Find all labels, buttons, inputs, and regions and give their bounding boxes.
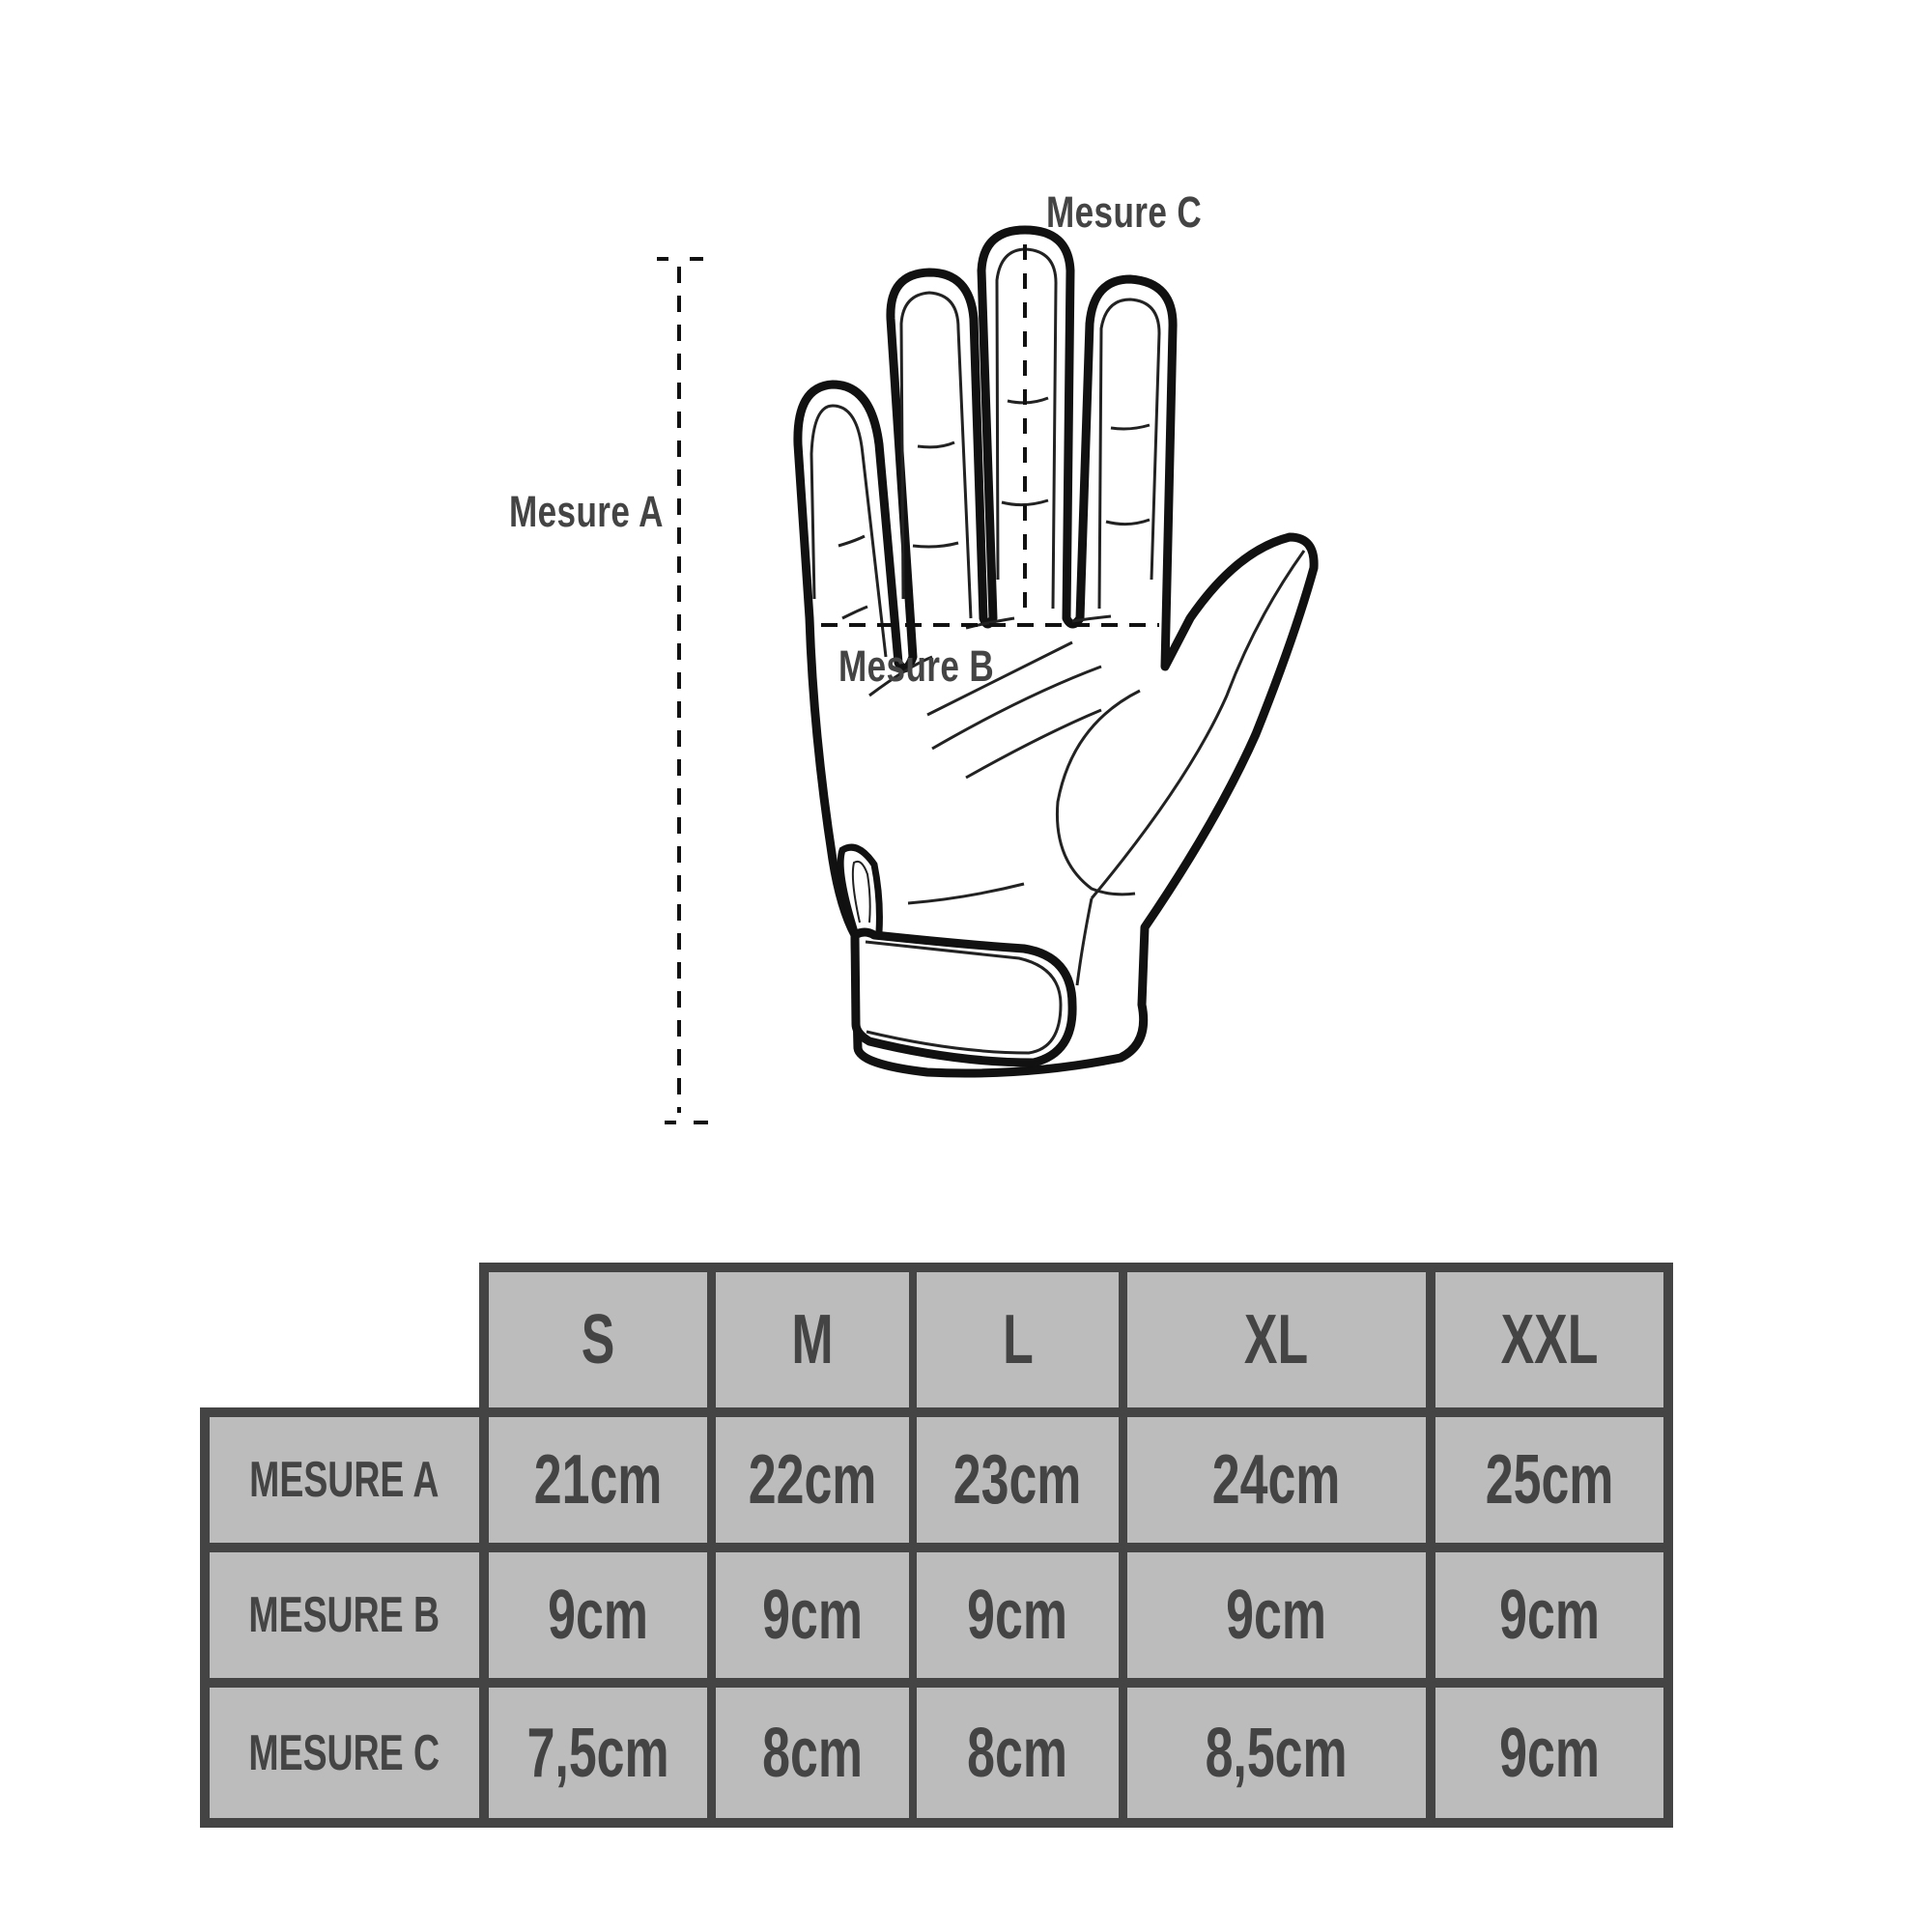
table-cell: 9cm (489, 1552, 707, 1678)
header-size-xl: XL (1127, 1272, 1426, 1407)
cuff-strap (850, 927, 1077, 1067)
cell-value: 8cm (762, 1714, 863, 1792)
cell-value: 9cm (1499, 1577, 1600, 1654)
mesure-a-line (657, 257, 708, 1124)
header-label: XL (1244, 1301, 1309, 1378)
cell-value: 8cm (967, 1714, 1068, 1792)
cell-value: 25cm (1485, 1441, 1614, 1519)
cell-value: 24cm (1212, 1441, 1341, 1519)
row-label: MESURE A (249, 1452, 440, 1508)
table-cell: 9cm (917, 1552, 1119, 1678)
table-cell: 8,5cm (1127, 1688, 1426, 1818)
cell-value: 8,5cm (1206, 1714, 1348, 1792)
header-size-xxl: XXL (1435, 1272, 1663, 1407)
row-label-mesure-a: MESURE A (210, 1417, 479, 1543)
cell-value: 23cm (953, 1441, 1082, 1519)
table-cell: 22cm (716, 1417, 909, 1543)
cell-value: 9cm (762, 1577, 863, 1654)
cell-value: 22cm (748, 1441, 877, 1519)
table-cell: 21cm (489, 1417, 707, 1543)
table-cell: 9cm (1435, 1688, 1663, 1818)
mesure-c-label: Mesure C (1046, 187, 1203, 237)
header-size-m: M (716, 1272, 909, 1407)
table-cell: 9cm (1435, 1552, 1663, 1678)
table-cell: 9cm (1127, 1552, 1426, 1678)
table-cell: 23cm (917, 1417, 1119, 1543)
table-cell: 8cm (716, 1688, 909, 1818)
cell-value: 7,5cm (526, 1714, 669, 1792)
row-label: MESURE B (248, 1587, 440, 1643)
table-cell: 8cm (917, 1688, 1119, 1818)
header-size-s: S (489, 1272, 707, 1407)
cell-value: 9cm (1226, 1577, 1327, 1654)
header-label: M (791, 1301, 834, 1378)
row-label-mesure-c: MESURE C (210, 1688, 479, 1818)
table-cell: 9cm (716, 1552, 909, 1678)
cuff-strap-inner (865, 940, 1063, 1055)
header-label: XXL (1500, 1301, 1599, 1378)
mesure-b-label: Mesure B (838, 641, 995, 691)
finger-inner-lines (810, 247, 1306, 986)
cell-value: 9cm (1499, 1714, 1600, 1792)
wrist-tab-inner (851, 860, 871, 923)
cell-value: 9cm (967, 1577, 1068, 1654)
row-label-mesure-b: MESURE B (210, 1552, 479, 1678)
header-label: S (581, 1301, 615, 1378)
table-cell: 24cm (1127, 1417, 1426, 1543)
table-cell: 25cm (1435, 1417, 1663, 1543)
cell-value: 21cm (533, 1441, 663, 1519)
header-size-l: L (917, 1272, 1119, 1407)
mesure-a-label: Mesure A (509, 487, 664, 536)
header-label: L (1002, 1301, 1034, 1378)
cell-value: 9cm (548, 1577, 648, 1654)
row-label: MESURE C (248, 1724, 440, 1781)
table-cell: 7,5cm (489, 1688, 707, 1818)
